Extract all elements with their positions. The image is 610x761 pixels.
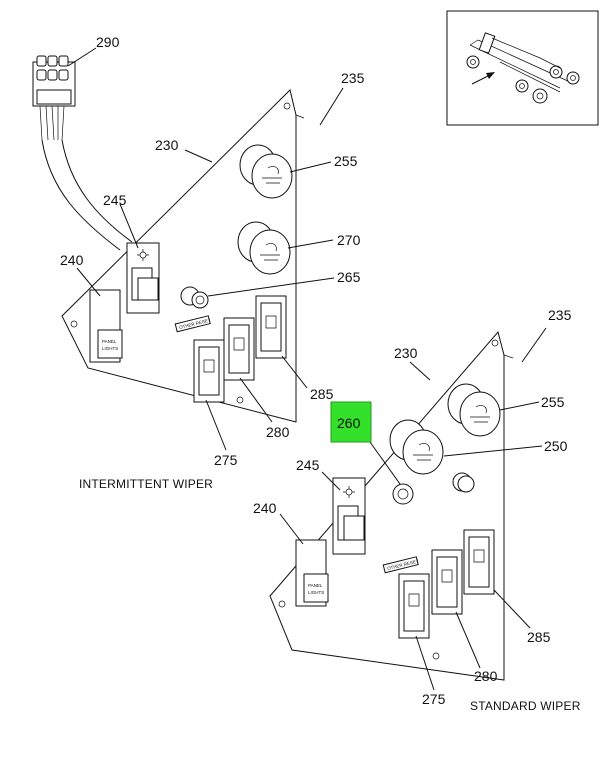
panel-lights-label-upper-2: LIGHTS <box>102 346 118 351</box>
callout-235-lower[interactable]: 235 <box>548 307 572 323</box>
grommet-260 <box>392 483 414 505</box>
caption-standard-wiper: STANDARD WIPER <box>470 699 581 713</box>
rocker-switch-275-upper <box>193 339 225 403</box>
knob-270 <box>237 221 291 275</box>
connector-290 <box>32 55 133 251</box>
callout-285-lower[interactable]: 285 <box>527 629 551 645</box>
callout-285-upper[interactable]: 285 <box>310 386 334 402</box>
callout-275-upper[interactable]: 275 <box>214 452 238 468</box>
callout-290[interactable]: 290 <box>96 34 120 50</box>
intermittent-wiper-panel: PANEL LIGHTS OTHER RESET <box>32 55 305 423</box>
callout-245-upper[interactable]: 245 <box>103 192 127 208</box>
upper-leader-lines <box>67 47 344 451</box>
standard-wiper-panel: PANEL LIGHTS OTHER RESET <box>269 330 514 681</box>
rocker-switch-275-lower <box>398 573 430 639</box>
knob-255-lower <box>447 383 501 437</box>
knob-255-upper <box>239 144 293 199</box>
callout-255-upper[interactable]: 255 <box>334 153 358 169</box>
callout-240-lower[interactable]: 240 <box>253 500 277 516</box>
panel-lights-label-lower: PANEL <box>308 583 323 588</box>
callout-255-lower[interactable]: 255 <box>541 394 565 410</box>
locator-inset <box>446 10 599 126</box>
callout-240-upper[interactable]: 240 <box>60 252 84 268</box>
callout-235-upper[interactable]: 235 <box>341 70 365 86</box>
panel-lights-label-lower-2: LIGHTS <box>308 590 324 595</box>
washer-button-265 <box>180 286 209 309</box>
caption-intermittent-wiper: INTERMITTENT WIPER <box>79 477 213 491</box>
rocker-switch-280-lower <box>431 549 463 615</box>
callout-270[interactable]: 270 <box>337 232 361 248</box>
panel-lights-switch-240-lower: PANEL LIGHTS <box>295 539 329 607</box>
callout-265[interactable]: 265 <box>337 269 361 285</box>
lower-leader-lines <box>279 327 547 691</box>
callout-250[interactable]: 250 <box>544 438 568 454</box>
highlight-box-260 <box>330 401 372 443</box>
panel-lights-switch-240-upper: PANEL LIGHTS <box>89 289 123 363</box>
knob-250 <box>389 419 444 475</box>
callout-275-lower[interactable]: 275 <box>422 691 446 707</box>
callout-280-upper[interactable]: 280 <box>266 424 290 440</box>
rocker-switch-285-upper <box>255 295 287 359</box>
panel-lights-label-upper: PANEL <box>102 339 117 344</box>
dimmer-switch-245-lower <box>332 477 366 555</box>
callout-245-lower[interactable]: 245 <box>296 457 320 473</box>
dimmer-switch-245-upper <box>126 242 160 314</box>
hole-plug-lower <box>452 472 475 493</box>
rocker-switch-285-lower <box>463 529 495 595</box>
callout-280-lower[interactable]: 280 <box>474 668 498 684</box>
callout-230-upper[interactable]: 230 <box>155 137 179 153</box>
callout-230-lower[interactable]: 230 <box>394 345 418 361</box>
rocker-switch-280-upper <box>223 317 255 381</box>
callout-260[interactable]: 260 <box>337 415 361 431</box>
